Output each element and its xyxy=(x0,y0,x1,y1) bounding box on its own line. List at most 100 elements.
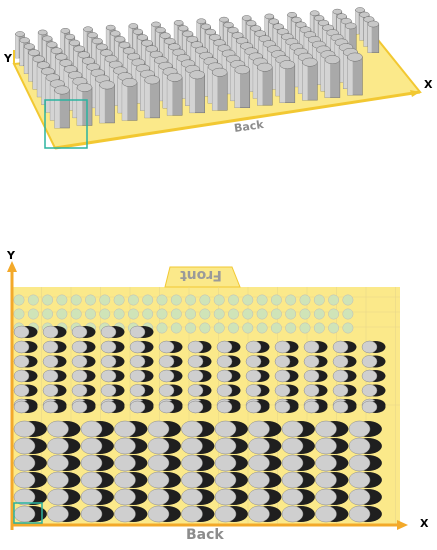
empty-slot xyxy=(113,308,125,320)
empty-slot xyxy=(228,294,239,306)
tube-highlight xyxy=(236,40,241,71)
tube-highlight xyxy=(264,16,268,41)
tube-cap xyxy=(348,471,371,489)
tube-highlight xyxy=(167,77,173,116)
back-label-2d: Back xyxy=(186,527,224,543)
tube-2d xyxy=(147,505,181,523)
tube-cap xyxy=(181,454,203,472)
empty-slot xyxy=(185,294,197,306)
tube-highlight xyxy=(269,21,273,48)
tube-2d xyxy=(315,471,349,489)
empty-slot xyxy=(213,294,225,306)
tube-2d xyxy=(158,400,183,414)
tube-top xyxy=(54,85,70,95)
rack-3d-canvas[interactable] xyxy=(0,0,437,150)
tube-top xyxy=(234,65,251,75)
tube-2d xyxy=(100,355,125,368)
tube-highlight xyxy=(95,78,101,116)
tube-cap xyxy=(158,384,175,397)
tube-cap xyxy=(303,369,320,383)
tube-highlight xyxy=(68,75,74,111)
tube-3d xyxy=(367,20,380,53)
tube-2d xyxy=(332,369,357,383)
tube-2d xyxy=(13,325,38,339)
tube-highlight xyxy=(155,30,160,56)
tube-cap xyxy=(147,420,170,438)
tube-2d xyxy=(245,355,270,368)
tube-highlight xyxy=(90,72,96,108)
tube-2d xyxy=(274,369,299,383)
tube-cap xyxy=(281,471,304,489)
rack-3d-view[interactable]: Y X Back xyxy=(0,0,437,150)
tube-cap xyxy=(80,471,103,489)
tube-highlight xyxy=(178,28,182,54)
empty-slot xyxy=(85,294,96,306)
empty-slot xyxy=(156,308,168,320)
tube-top xyxy=(223,21,234,28)
tube-top xyxy=(227,27,239,34)
tube-2d xyxy=(348,420,382,438)
rack-2d-canvas[interactable] xyxy=(0,245,437,550)
tube-cap xyxy=(274,400,291,414)
tube-2d xyxy=(303,355,328,368)
tube-highlight xyxy=(294,51,299,87)
tube-cap xyxy=(248,471,270,489)
tube-top xyxy=(344,22,357,30)
tube-2d xyxy=(71,340,96,354)
rack-2d-view[interactable]: Y X Front Back xyxy=(0,245,437,550)
tube-2d xyxy=(315,505,349,523)
tube-cap xyxy=(187,400,204,414)
tube-cap xyxy=(248,454,270,472)
tube-highlight xyxy=(37,65,42,97)
tube-cap xyxy=(214,437,237,455)
empty-slot xyxy=(285,322,297,334)
empty-slot xyxy=(328,308,340,320)
tube-cap xyxy=(303,384,320,397)
tube-2d xyxy=(42,355,67,368)
tube-highlight xyxy=(209,37,214,67)
tube-2d xyxy=(114,454,148,472)
tube-2d xyxy=(248,471,282,489)
tube-highlight xyxy=(140,74,146,111)
tube-2d xyxy=(181,505,215,523)
tube-highlight xyxy=(45,77,51,113)
tube-highlight xyxy=(345,25,350,55)
empty-slot xyxy=(213,308,225,320)
tube-highlight xyxy=(83,29,87,54)
tube-2d xyxy=(42,325,67,339)
tube-2d xyxy=(13,454,47,472)
tube-top xyxy=(99,80,115,90)
tube-2d xyxy=(158,369,183,383)
tube-cap xyxy=(214,454,237,472)
tube-highlight xyxy=(86,66,92,101)
tube-2d xyxy=(158,355,183,368)
selection-box-2d[interactable] xyxy=(13,502,43,524)
tube-top xyxy=(186,35,199,43)
tube-cap xyxy=(187,355,204,368)
tube-cap xyxy=(187,384,204,397)
tube-3d xyxy=(121,77,138,121)
empty-slot xyxy=(313,322,325,334)
tube-2d xyxy=(361,369,386,383)
tube-cap xyxy=(80,488,103,506)
tube-2d xyxy=(13,384,38,397)
empty-slot xyxy=(270,294,282,306)
selection-box[interactable] xyxy=(44,99,88,149)
tube-cap xyxy=(181,471,203,489)
tube-cap xyxy=(181,488,203,506)
tube-2d xyxy=(100,369,125,383)
tube-highlight xyxy=(55,56,60,88)
tube-highlight xyxy=(299,29,304,59)
tube-2d xyxy=(100,400,125,414)
tube-top xyxy=(110,30,121,37)
tube-cap xyxy=(147,437,170,455)
tube-cap xyxy=(42,340,59,354)
empty-slot xyxy=(56,294,68,306)
tube-cap xyxy=(315,488,337,506)
tube-top xyxy=(96,43,108,51)
tube-top xyxy=(178,25,189,32)
tube-highlight xyxy=(291,19,296,46)
tube-2d xyxy=(129,325,154,339)
tube-cap xyxy=(248,505,270,523)
empty-slot xyxy=(185,308,197,320)
